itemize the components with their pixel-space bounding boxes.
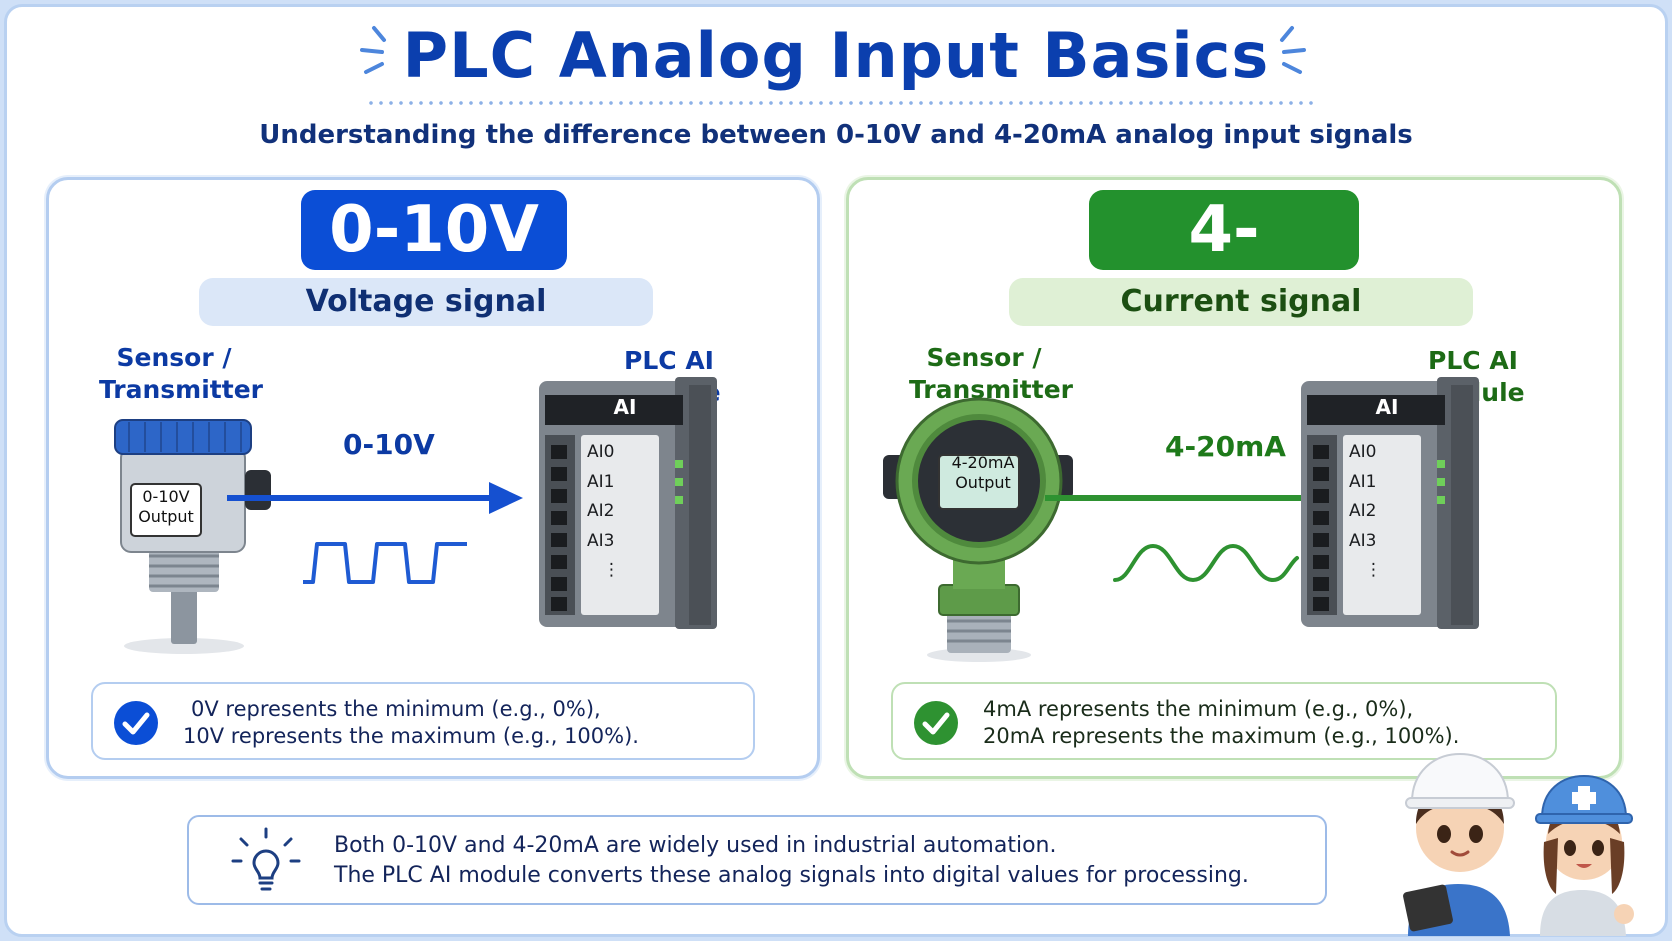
voltage-sensor-label-line1: Sensor /	[116, 343, 232, 372]
voltage-channel: ⋮	[603, 560, 620, 580]
voltage-badge: 0-10V	[301, 190, 567, 270]
current-note-line2: 20mA represents the maximum (e.g., 100%)…	[983, 724, 1460, 748]
footer-line2: The PLC AI module converts these analog …	[334, 863, 1249, 888]
engineer-mascots	[1403, 752, 1634, 936]
footer-line1: Both 0-10V and 4-20mA are widely used in…	[334, 833, 1057, 858]
current-output-line2: Output	[955, 473, 1011, 492]
spark-left-icon	[360, 26, 386, 74]
pressure-transmitter-icon	[883, 397, 1073, 662]
current-output-line1: 4-20mA	[951, 453, 1015, 472]
current-channel: AI2	[1349, 501, 1377, 521]
current-sensor-label-line1: Sensor /	[926, 343, 1042, 372]
current-channel-list: AI0 AI1 AI2 AI3 ⋮	[1349, 438, 1419, 586]
footer-info-box: Both 0-10V and 4-20mA are widely used in…	[187, 815, 1327, 905]
voltage-signal-label: 0-10V	[343, 428, 435, 461]
current-badge: 4-20mA	[1089, 190, 1359, 347]
current-band: Current signal	[1009, 278, 1473, 326]
plc-module-icon	[539, 377, 717, 629]
dotted-divider	[366, 101, 1318, 105]
voltage-panel: 0-10V Voltage signal Sensor / Transmitte…	[46, 177, 820, 779]
voltage-sensor-label: Sensor / Transmitter	[99, 342, 263, 406]
voltage-channel: AI3	[587, 530, 615, 551]
current-module-header: AI	[1375, 395, 1399, 419]
voltage-note-line2: 10V represents the maximum (e.g., 100%).	[183, 724, 639, 748]
voltage-channel-list: AI0 AI1 AI2 AI3 ⋮	[587, 438, 657, 586]
voltage-band: Voltage signal	[199, 278, 653, 326]
current-channel: AI1	[1349, 471, 1377, 492]
current-note-line1: 4mA represents the minimum (e.g., 0%),	[983, 697, 1414, 721]
lightbulb-icon	[231, 827, 301, 891]
spark-right-icon	[1280, 26, 1306, 74]
current-channel: ⋮	[1365, 560, 1382, 580]
voltage-sensor-label-line2: Transmitter	[99, 375, 263, 404]
page-subtitle: Understanding the difference between 0-1…	[259, 120, 1413, 150]
voltage-channel: AI2	[587, 501, 615, 521]
current-channel: AI0	[1349, 442, 1377, 462]
title-wrap: PLC Analog Input Basics	[0, 18, 1672, 94]
voltage-note-line1: 0V represents the minimum (e.g., 0%),	[191, 697, 601, 721]
voltage-module-header: AI	[613, 395, 637, 419]
sine-wave-icon	[1113, 543, 1299, 583]
page-title: PLC Analog Input Basics	[402, 19, 1270, 92]
voltage-note-text: 0V represents the minimum (e.g., 0%), 10…	[183, 696, 639, 750]
current-sensor-output: 4-20mA Output	[935, 453, 1031, 493]
current-note: 4mA represents the minimum (e.g., 0%), 2…	[891, 682, 1557, 760]
voltage-channel: AI1	[587, 471, 615, 492]
current-sensor-label: Sensor / Transmitter	[909, 342, 1073, 406]
voltage-output-line2: Output	[138, 507, 194, 526]
arrow-right-icon	[227, 482, 523, 514]
footer-text: Both 0-10V and 4-20mA are widely used in…	[334, 831, 1249, 891]
voltage-channel: AI0	[587, 442, 615, 462]
voltage-sensor-output: 0-10V Output	[133, 487, 199, 527]
plc-module-icon	[1301, 377, 1479, 629]
current-channel: AI3	[1349, 530, 1377, 551]
voltage-note: 0V represents the minimum (e.g., 0%), 10…	[91, 682, 755, 760]
check-circle-icon	[114, 701, 158, 745]
level-sensor-icon	[114, 419, 271, 654]
square-wave-icon	[303, 542, 467, 584]
voltage-output-line1: 0-10V	[142, 487, 190, 506]
current-note-text: 4mA represents the minimum (e.g., 0%), 2…	[983, 696, 1459, 750]
current-signal-label: 4-20mA	[1165, 430, 1286, 463]
check-circle-icon	[914, 701, 958, 745]
current-panel: 4-20mA Current signal Sensor / Transmitt…	[846, 177, 1622, 779]
